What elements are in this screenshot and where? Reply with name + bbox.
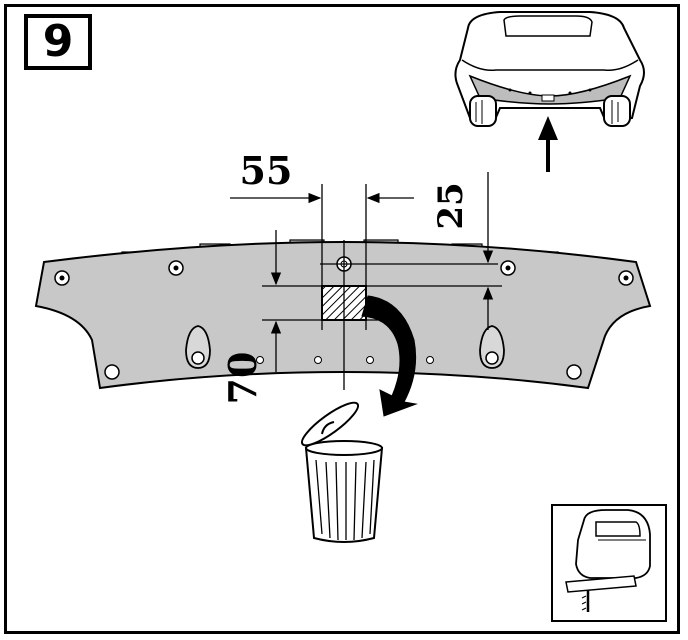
curved-arrow-icon [361,295,418,417]
trash-bin-icon [300,401,384,543]
up-arrow-icon [538,116,558,172]
dimension-width-label: 55 [240,148,293,193]
jigsaw-icon [551,504,667,622]
car-underside-icon [454,11,645,127]
dimension-top-offset-label: 25 [431,182,471,229]
dimension-height-label: 70 [220,352,265,405]
illustration-frame [4,4,680,634]
step-number: 9 [42,16,74,67]
dimension-lines [230,172,502,390]
step-number-box: 9 [24,14,92,70]
